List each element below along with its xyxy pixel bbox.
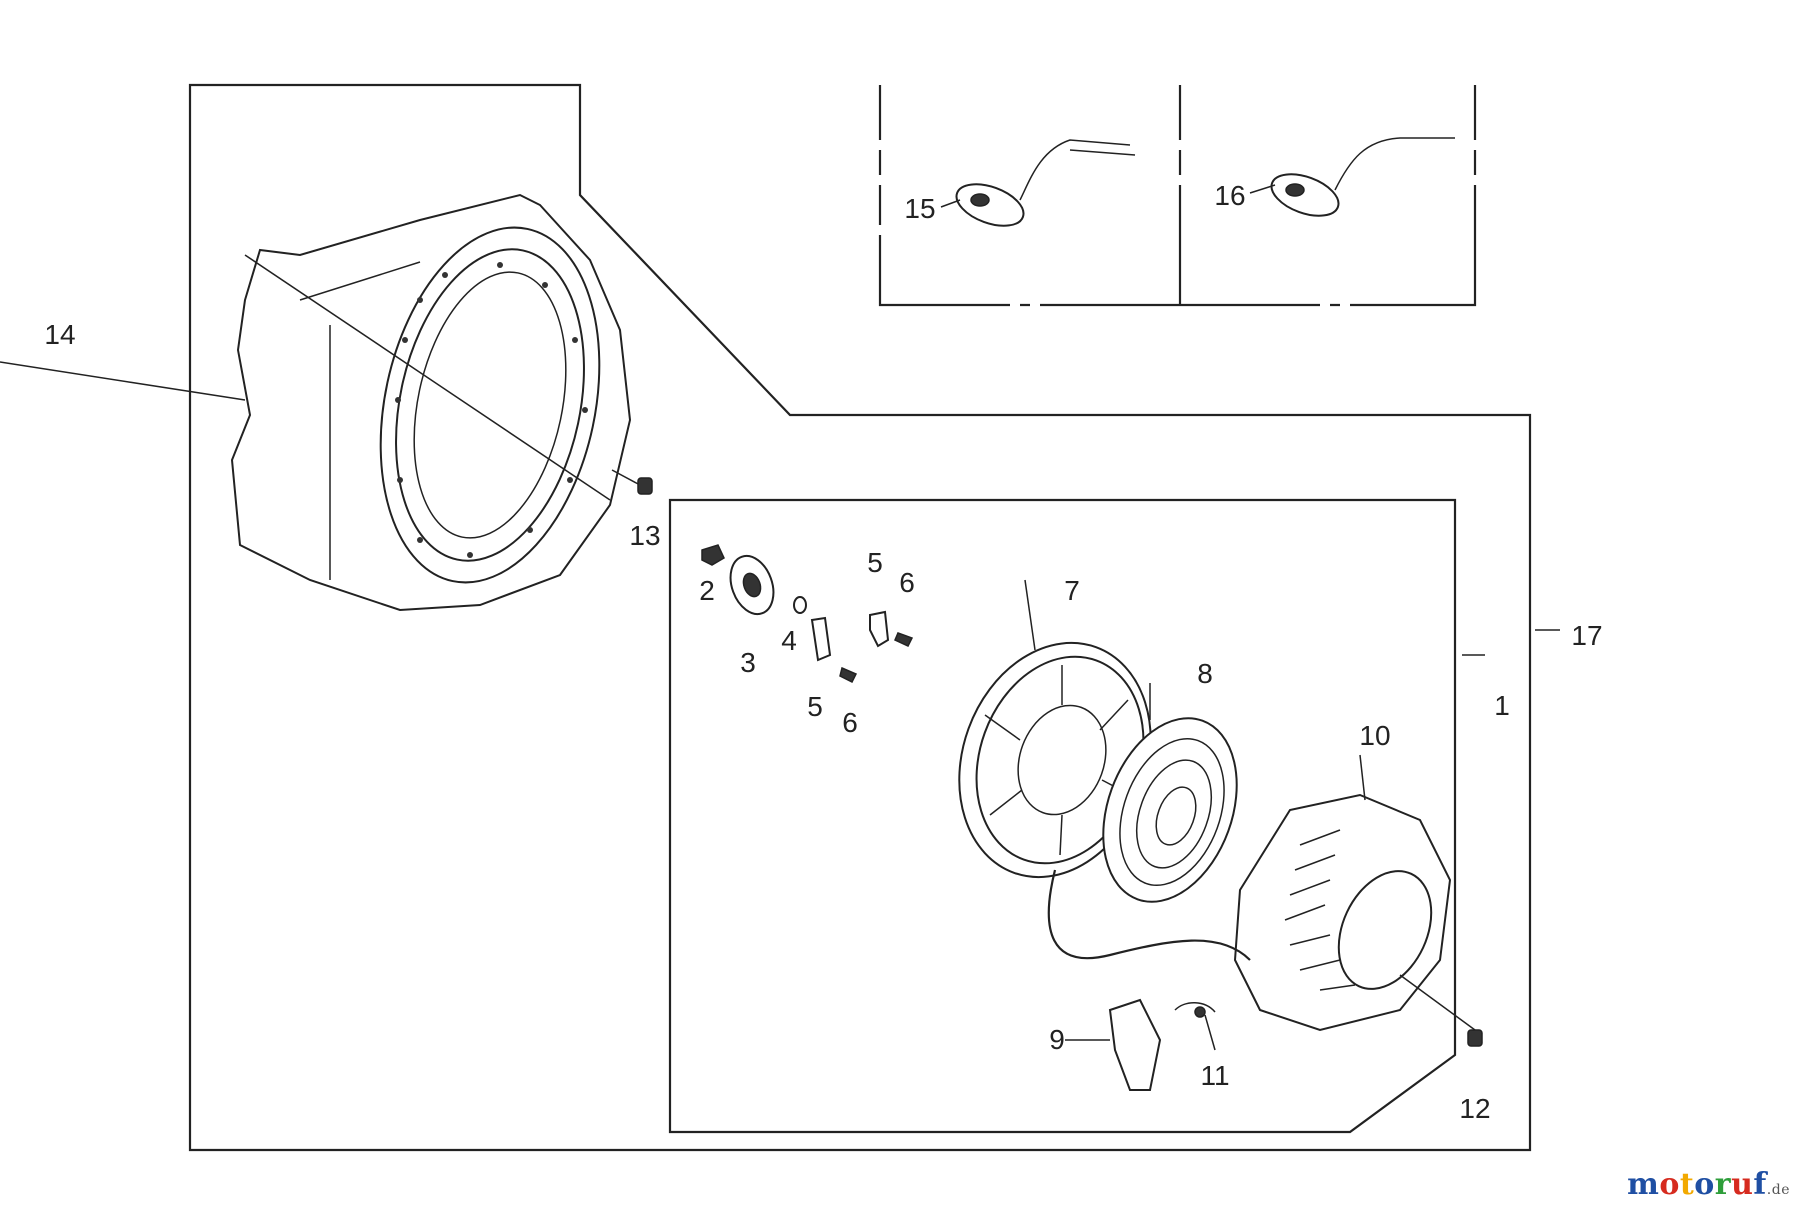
starter-pulley-7 <box>958 641 1152 879</box>
part-5-left <box>810 616 832 662</box>
label-5-bottom: 5 <box>807 691 823 722</box>
fan-cover-14 <box>230 193 632 612</box>
watermark-tld: .de <box>1766 1182 1790 1198</box>
rope-guide-11 <box>1174 1002 1216 1018</box>
label-8: 8 <box>1197 658 1213 689</box>
assembly-frame-1 <box>668 498 1457 1134</box>
watermark-letter: m <box>1627 1167 1660 1202</box>
watermark-letter: f <box>1753 1167 1767 1202</box>
label-16: 16 <box>1214 180 1245 211</box>
watermark-letters: motoruf <box>1627 1167 1767 1202</box>
part-5-right <box>869 610 890 648</box>
starter-case-10 <box>1233 793 1452 1032</box>
small-parts <box>701 544 914 684</box>
spiral-spring-8 <box>1102 717 1238 903</box>
watermark-letter: r <box>1714 1167 1732 1202</box>
label-11: 11 <box>1200 1060 1229 1091</box>
label-13: 13 <box>629 520 660 551</box>
part-6-right <box>894 632 914 647</box>
leader-lines <box>0 184 1560 1051</box>
part-4 <box>793 596 807 614</box>
label-15: 15 <box>904 193 935 224</box>
watermark-letter: o <box>1694 1167 1715 1202</box>
bolt-12 <box>1399 974 1483 1047</box>
label-9: 9 <box>1049 1024 1065 1055</box>
label-7: 7 <box>1064 575 1080 606</box>
label-17: 17 <box>1571 620 1602 651</box>
label-12: 12 <box>1459 1093 1490 1124</box>
label-5-top: 5 <box>867 547 883 578</box>
label-3: 3 <box>740 647 756 678</box>
label-6-top: 6 <box>899 567 915 598</box>
bolt-13 <box>611 469 653 495</box>
part-2 <box>701 544 725 566</box>
part-6-left <box>839 666 858 684</box>
watermark-letter: u <box>1731 1167 1754 1202</box>
label-4: 4 <box>781 625 797 656</box>
oil-sensor-16 <box>1270 137 1455 217</box>
variant-box <box>874 85 1481 311</box>
watermark-logo: motoruf.de <box>1627 1167 1790 1202</box>
watermark-letter: t <box>1679 1167 1695 1202</box>
label-1: 1 <box>1494 690 1510 721</box>
label-10: 10 <box>1359 720 1390 751</box>
starter-rope <box>1047 869 1251 961</box>
watermark-letter: o <box>1659 1167 1680 1202</box>
label-2: 2 <box>699 575 715 606</box>
handle-9 <box>1108 998 1162 1091</box>
assembly-frame-17 <box>188 83 1532 1152</box>
oil-sensor-15 <box>955 139 1136 227</box>
label-14: 14 <box>44 319 75 350</box>
label-6-bottom: 6 <box>842 707 858 738</box>
